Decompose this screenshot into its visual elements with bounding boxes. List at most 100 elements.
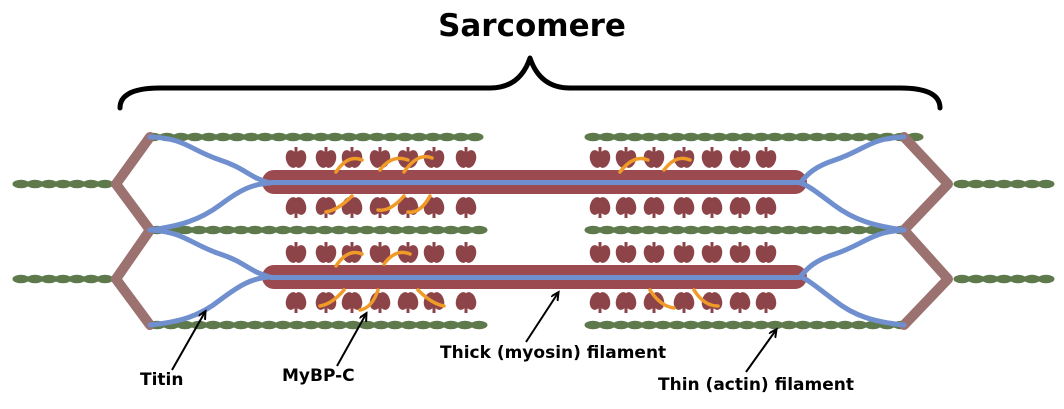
actin-bead <box>12 179 30 189</box>
sarcomere-bracket <box>117 55 943 111</box>
actin-bead <box>12 274 30 284</box>
actin-bead <box>766 225 784 235</box>
actin-bead <box>382 132 400 142</box>
actin-bead <box>766 320 784 330</box>
actin-bead <box>640 320 658 330</box>
thin-filament-label: Thin (actin) filament <box>658 375 854 395</box>
actin-bead <box>780 320 798 330</box>
actin-bead <box>82 274 100 284</box>
mybpc-bottom <box>382 250 412 266</box>
thin-filament-outer-right-top <box>953 179 1055 189</box>
actin-bead <box>284 132 302 142</box>
actin-bead <box>410 132 428 142</box>
actin-bead <box>274 320 292 330</box>
myosin-head-bottom-top <box>755 197 777 218</box>
actin-bead <box>752 225 770 235</box>
mybpc-bottom <box>692 288 720 308</box>
actin-bead <box>470 225 488 235</box>
actin-bead <box>414 225 432 235</box>
mybpc-top <box>406 194 432 214</box>
thin-filament-outer-left-top <box>12 179 114 189</box>
myosin-head-bottom-bottom <box>589 292 611 313</box>
actin-bead <box>68 274 86 284</box>
titin-left-bottom-upper <box>147 227 273 280</box>
actin-bead <box>260 320 278 330</box>
thick-filament-label: Thick (myosin) filament <box>440 343 667 363</box>
actin-bead <box>26 274 44 284</box>
actin-bead <box>176 320 194 330</box>
actin-bead <box>1023 274 1041 284</box>
actin-bead <box>626 225 644 235</box>
myosin-head-bottom-top <box>701 197 723 218</box>
myosin-head-bottom-bottom <box>455 292 477 313</box>
actin-bead <box>668 132 686 142</box>
actin-bead <box>288 225 306 235</box>
actin-bead <box>640 225 658 235</box>
actin-bead <box>1009 274 1027 284</box>
myosin-head-top-bottom <box>755 242 777 263</box>
actin-bead <box>710 225 728 235</box>
actin-bead <box>682 320 700 330</box>
actin-bead <box>668 225 686 235</box>
actin-bead <box>54 179 72 189</box>
actin-bead <box>176 225 194 235</box>
actin-bead <box>82 179 100 189</box>
actin-bead <box>438 132 456 142</box>
z-disc-right <box>899 132 953 330</box>
actin-bead <box>696 320 714 330</box>
thick-filament-arrow <box>525 293 558 343</box>
myosin-head-bottom-top <box>673 197 695 218</box>
actin-bead <box>1037 274 1055 284</box>
actin-bead <box>640 132 658 142</box>
actin-bead <box>330 320 348 330</box>
actin-bead <box>598 225 616 235</box>
actin-bead <box>428 225 446 235</box>
actin-bead <box>696 225 714 235</box>
actin-bead <box>626 132 644 142</box>
mybpc-top <box>378 156 410 172</box>
mybpc-bottom <box>334 250 364 268</box>
actin-bead <box>190 225 208 235</box>
actin-bead <box>40 274 58 284</box>
actin-bead <box>96 179 114 189</box>
actin-bead <box>1009 179 1027 189</box>
myosin-head-top-bottom <box>615 242 637 263</box>
actin-bead <box>836 320 854 330</box>
myosin-head-bottom-top <box>643 197 665 218</box>
myosin-head-top-bottom <box>589 242 611 263</box>
titin-core-top <box>270 180 800 185</box>
actin-bead <box>316 320 334 330</box>
mybpc-bottom <box>416 288 446 308</box>
actin-bead <box>54 274 72 284</box>
myosin-head-bottom-bottom <box>755 292 777 313</box>
actin-bead <box>1037 179 1055 189</box>
actin-bead <box>442 225 460 235</box>
actin-bead <box>598 132 616 142</box>
myosin-head-bottom-top <box>729 197 751 218</box>
actin-bead <box>738 132 756 142</box>
actin-bead <box>452 132 470 142</box>
actin-bead <box>96 274 114 284</box>
actin-bead <box>190 320 208 330</box>
actin-bead <box>724 225 742 235</box>
actin-bead <box>981 274 999 284</box>
actin-bead <box>850 225 868 235</box>
actin-bead <box>218 225 236 235</box>
myosin-head-bottom-bottom <box>673 292 695 313</box>
actin-bead <box>584 320 602 330</box>
actin-bead <box>822 320 840 330</box>
actin-bead <box>400 225 418 235</box>
myosin-head-top-bottom <box>455 242 477 263</box>
myosin-head-bottom-top <box>315 197 337 218</box>
actin-bead <box>626 320 644 330</box>
actin-bead <box>386 225 404 235</box>
actin-bead <box>612 225 630 235</box>
actin-bead <box>256 132 274 142</box>
myosin-head-bottom-bottom <box>397 292 419 313</box>
actin-bead <box>682 225 700 235</box>
thin-filament-left-row3 <box>148 320 488 330</box>
myosin-head-top-top <box>701 147 723 168</box>
actin-bead <box>330 225 348 235</box>
actin-bead <box>836 225 854 235</box>
